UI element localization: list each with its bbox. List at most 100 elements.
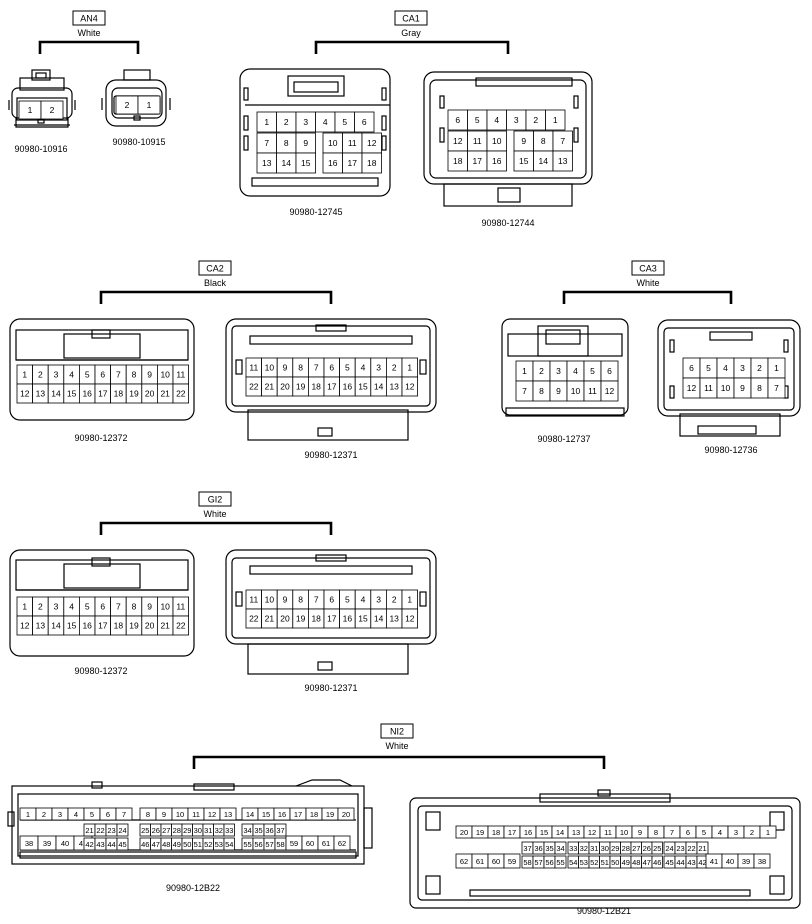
connector-color-label: White xyxy=(203,509,226,519)
pin-number: 5 xyxy=(85,602,90,612)
pin-number: 17 xyxy=(294,810,302,819)
pin-number: 10 xyxy=(160,602,170,612)
pin-number: 14 xyxy=(51,621,61,631)
pin-number: 11 xyxy=(604,828,612,837)
connector-id-label: CA2 xyxy=(206,264,224,274)
pin-number: 22 xyxy=(687,844,695,853)
pin-cell xyxy=(219,807,237,821)
pin-cell xyxy=(545,109,566,131)
pin-number: 47 xyxy=(152,840,160,849)
pin-number: 7 xyxy=(670,828,674,837)
connector-tag-box xyxy=(198,491,232,507)
pin-number: 32 xyxy=(580,844,588,853)
pin-number: 6 xyxy=(686,828,690,837)
pin-number: 33 xyxy=(225,826,233,835)
pin-cell xyxy=(361,152,382,174)
ni2-12b21-body xyxy=(409,789,801,909)
pin-number: 9 xyxy=(556,386,561,396)
pin-number: 29 xyxy=(611,844,619,853)
pin-number: 20 xyxy=(280,382,290,392)
pin-number: 8 xyxy=(539,386,544,396)
pin-cell xyxy=(401,376,419,397)
an4-10915-body xyxy=(101,69,171,127)
part-number-label: 90980-12372 xyxy=(74,666,127,676)
pin-number: 29 xyxy=(183,826,191,835)
pin-number: 36 xyxy=(265,826,273,835)
pin-number: 41 xyxy=(710,857,718,866)
pin-number: 18 xyxy=(453,156,463,166)
pin-number: 11 xyxy=(249,595,258,605)
pin-number: 44 xyxy=(107,840,115,849)
pin-number: 22 xyxy=(176,389,186,399)
pin-number: 27 xyxy=(162,826,170,835)
pin-number: 8 xyxy=(284,138,289,148)
pin-number: 2 xyxy=(392,363,397,373)
pin-number: 36 xyxy=(534,844,542,853)
pin-number: 1 xyxy=(407,595,412,605)
pin-number: 2 xyxy=(42,810,46,819)
pin-number: 12 xyxy=(453,136,463,146)
pin-number: 3 xyxy=(303,117,308,127)
pin-cell xyxy=(554,855,567,869)
pin-cell xyxy=(696,841,709,855)
pin-number: 5 xyxy=(345,363,350,373)
ni2-12b22-body xyxy=(7,779,373,865)
pin-number: 45 xyxy=(118,840,126,849)
pin-cell xyxy=(600,380,619,402)
pin-cell xyxy=(333,835,351,851)
pin-number: 7 xyxy=(264,138,269,148)
pin-number: 18 xyxy=(311,382,321,392)
pin-number: 60 xyxy=(306,839,314,848)
pin-number: 24 xyxy=(665,844,673,853)
pin-number: 15 xyxy=(67,621,77,631)
pin-number: 5 xyxy=(342,117,347,127)
pin-cell xyxy=(503,853,521,869)
pin-cell xyxy=(552,150,573,172)
pin-number: 9 xyxy=(638,828,642,837)
connector-id-label: NI2 xyxy=(390,727,404,737)
pin-number: 1 xyxy=(766,828,770,837)
pin-number: 9 xyxy=(521,136,526,146)
pin-number: 15 xyxy=(358,614,368,624)
connector-color-label: Gray xyxy=(401,28,421,38)
connector-id-label: GI2 xyxy=(208,495,223,505)
pin-cell xyxy=(223,823,235,837)
pin-number: 19 xyxy=(129,389,139,399)
pin-number: 5 xyxy=(590,366,595,376)
pin-number: 6 xyxy=(455,115,460,125)
pin-number: 4 xyxy=(494,115,499,125)
pin-number: 17 xyxy=(327,382,337,392)
pin-number: 5 xyxy=(706,363,711,373)
pin-number: 4 xyxy=(69,370,74,380)
pin-number: 31 xyxy=(204,826,212,835)
connector-color-label: White xyxy=(636,278,659,288)
pin-number: 21 xyxy=(698,844,706,853)
pin-number: 10 xyxy=(265,363,275,373)
pin-number: 59 xyxy=(290,839,298,848)
pin-number: 4 xyxy=(361,363,366,373)
pin-number: 2 xyxy=(284,117,289,127)
pin-number: 16 xyxy=(343,382,353,392)
pin-number: 8 xyxy=(757,383,762,393)
pin-number: 6 xyxy=(329,595,334,605)
connector-tag-box xyxy=(394,10,428,26)
pin-number: 2 xyxy=(533,115,538,125)
pin-number: 1 xyxy=(22,602,27,612)
pin-number: 10 xyxy=(328,138,338,148)
part-number-label: 90980-12371 xyxy=(304,450,357,460)
part-number-label: 90980-12B22 xyxy=(166,883,220,893)
pin-number: 53 xyxy=(580,858,588,867)
pin-number: 22 xyxy=(249,382,259,392)
pin-number: 21 xyxy=(85,826,93,835)
pin-cell xyxy=(116,823,129,837)
pin-cell xyxy=(401,608,419,629)
pin-number: 4 xyxy=(573,366,578,376)
pin-number: 1 xyxy=(553,115,558,125)
pin-cell xyxy=(40,100,64,120)
ca2-12372-body xyxy=(9,318,195,421)
pin-cell xyxy=(759,825,777,839)
pin-cell xyxy=(767,377,786,399)
pin-number: 38 xyxy=(758,857,766,866)
pin-number: 9 xyxy=(303,138,308,148)
part-number-label: 90980-10916 xyxy=(14,144,67,154)
